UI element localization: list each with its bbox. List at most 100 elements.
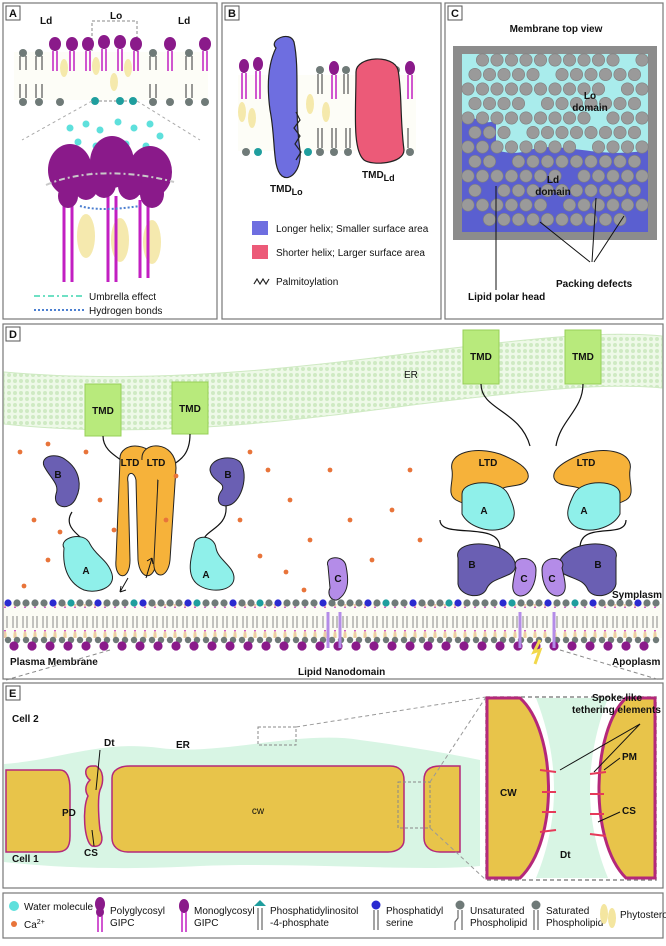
calcium-ion bbox=[173, 473, 179, 479]
gipc-head bbox=[279, 641, 289, 651]
pm-head-top bbox=[76, 599, 84, 607]
lipid-head bbox=[562, 53, 576, 67]
lipid-head bbox=[584, 126, 598, 140]
calcium-label-text: Ca bbox=[24, 920, 37, 931]
pm-head-top bbox=[427, 599, 435, 607]
pm-heads-top bbox=[4, 599, 660, 607]
pm-head-top bbox=[121, 599, 129, 607]
phosphatidylserine-icon bbox=[371, 900, 381, 930]
pm-head-top bbox=[346, 599, 354, 607]
tmd-lo-text: TMD bbox=[270, 184, 292, 195]
pm-head-top bbox=[256, 599, 264, 607]
lipid-head bbox=[468, 68, 482, 82]
pm-head-bottom bbox=[481, 636, 489, 644]
pm-head-top bbox=[310, 599, 318, 607]
inset-cs-pointer bbox=[597, 811, 621, 823]
lipid-head bbox=[511, 97, 525, 111]
lipid-head bbox=[461, 198, 475, 212]
lipid-head bbox=[627, 126, 641, 140]
lipid-head bbox=[461, 111, 475, 125]
pm-head-top bbox=[283, 599, 291, 607]
lipid-head bbox=[598, 126, 612, 140]
pm-head-top bbox=[40, 599, 48, 607]
pm-head-top bbox=[643, 599, 651, 607]
pm-head-top bbox=[355, 599, 363, 607]
lightning-icon bbox=[531, 639, 543, 665]
legend: Water molecule Ca2+ Polyglycosyl GIPC Mo… bbox=[2, 892, 666, 939]
pm-head-top bbox=[472, 599, 480, 607]
pm-head-top bbox=[544, 599, 552, 607]
pm-head-top bbox=[247, 599, 255, 607]
lipid-head bbox=[475, 53, 489, 67]
pm-head-bottom bbox=[256, 636, 264, 644]
panel-b-frame bbox=[221, 2, 442, 320]
pm-head-bottom bbox=[607, 636, 615, 644]
pm-head-bottom bbox=[580, 636, 588, 644]
gipc-head bbox=[135, 641, 145, 651]
calcium-ion bbox=[347, 517, 353, 523]
lipid-head bbox=[490, 82, 504, 96]
ld-domain-line2: domain bbox=[535, 187, 571, 198]
calcium-icon bbox=[11, 921, 17, 927]
lipid-head bbox=[635, 198, 649, 212]
pm-head-bottom bbox=[652, 636, 660, 644]
lipid-head bbox=[591, 82, 605, 96]
polyglycosyl-gipc-icon bbox=[95, 897, 105, 932]
a-label-4: A bbox=[580, 506, 587, 517]
pm-head-bottom bbox=[202, 636, 210, 644]
pm-head-bottom bbox=[454, 636, 462, 644]
b-label-1: B bbox=[54, 470, 61, 481]
pm-head-top bbox=[184, 599, 192, 607]
apoplasm-label: Apoplasm bbox=[612, 657, 660, 668]
pm-head-top bbox=[481, 599, 489, 607]
pm-head-top bbox=[58, 599, 66, 607]
zoom-line-right bbox=[136, 100, 201, 141]
lipid-head bbox=[468, 155, 482, 169]
er-label-e: ER bbox=[176, 740, 191, 751]
gipc-head bbox=[477, 641, 487, 651]
pm-head-bottom bbox=[634, 636, 642, 644]
water-icon bbox=[9, 901, 19, 911]
lipid-head bbox=[555, 184, 569, 198]
lipid-head bbox=[577, 169, 591, 183]
poly-label-2: GIPC bbox=[110, 918, 134, 929]
gipc-head bbox=[423, 641, 433, 651]
lipid-head bbox=[598, 213, 612, 227]
pm-head-top bbox=[202, 599, 210, 607]
lipid-head bbox=[511, 155, 525, 169]
lipid-head bbox=[613, 213, 627, 227]
lipid-head bbox=[635, 111, 649, 125]
lipid-head bbox=[497, 97, 511, 111]
lipid-head bbox=[540, 184, 554, 198]
lipid-head bbox=[511, 68, 525, 82]
pm-head-bottom bbox=[562, 636, 570, 644]
lipid-head bbox=[526, 155, 540, 169]
calcium-ion bbox=[369, 557, 375, 563]
calcium-ion bbox=[327, 467, 333, 473]
pm-head-bottom bbox=[94, 636, 102, 644]
lipid-head bbox=[468, 97, 482, 111]
lipid-head bbox=[490, 111, 504, 125]
calcium-ion bbox=[389, 507, 395, 513]
lipid-head bbox=[504, 198, 518, 212]
lipid-head bbox=[475, 140, 489, 154]
calcium-ion bbox=[97, 497, 103, 503]
pm-head-bottom bbox=[364, 636, 372, 644]
pm-head-top bbox=[85, 599, 93, 607]
calcium-ion bbox=[257, 553, 263, 559]
tmd-label-2: TMD bbox=[179, 404, 201, 415]
packing-pointer-1 bbox=[539, 221, 591, 263]
pm-head-bottom bbox=[328, 636, 336, 644]
packing-pointer-3 bbox=[593, 215, 625, 263]
a-domain-3 bbox=[461, 482, 515, 531]
pm-head-top bbox=[418, 599, 426, 607]
pm-head-top bbox=[571, 599, 579, 607]
lipid-head bbox=[482, 155, 496, 169]
lipid-head bbox=[504, 169, 518, 183]
lipid-head bbox=[533, 140, 547, 154]
membrane-strip-a bbox=[14, 35, 211, 106]
pm-head-bottom bbox=[292, 636, 300, 644]
b-label-4: B bbox=[594, 560, 601, 571]
sterol-label: Phytosterol bbox=[620, 910, 666, 921]
gipc-head bbox=[459, 641, 469, 651]
